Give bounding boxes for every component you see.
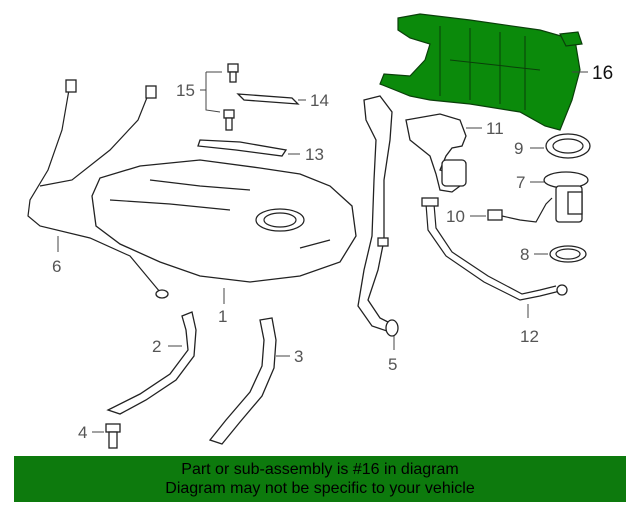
banner-line-1: Part or sub-assembly is #16 in diagram [181,461,459,478]
o-ring-part-8[interactable] [549,245,587,263]
fuel-tank-part-1[interactable] [91,159,357,283]
callout-8: 8 [520,245,529,264]
sensor-wire-part-10[interactable] [487,197,553,223]
strip-part-13[interactable] [197,139,288,157]
callout-4: 4 [78,423,87,442]
fuel-line-part-12[interactable] [421,197,568,301]
bolt-part-15a[interactable] [227,63,239,83]
leader-15 [200,71,222,113]
fuel-sender-part-7[interactable] [543,171,589,223]
callout-13: 13 [305,145,324,164]
callout-11: 11 [486,119,504,138]
gasket-strip-part-14[interactable] [236,93,300,105]
callout-2: 2 [152,337,161,356]
callout-7: 7 [516,173,525,192]
bolt-part-4[interactable] [105,423,121,449]
tank-strap-part-3[interactable] [208,317,277,445]
callout-5: 5 [388,355,397,374]
callout-3: 3 [294,347,303,366]
tank-strap-part-2[interactable] [106,311,197,415]
banner-line-2: Diagram may not be specific to your vehi… [165,480,475,497]
callout-10: 10 [446,207,465,226]
filler-neck-part-5[interactable] [357,95,399,337]
pump-module-part-11[interactable] [405,113,467,193]
bolt-part-15b[interactable] [223,109,235,131]
vent-hose-part-6[interactable] [27,79,169,299]
callout-9: 9 [514,139,523,158]
callout-15: 15 [176,81,195,100]
callout-6: 6 [52,257,61,276]
callout-1: 1 [218,307,227,326]
callout-12: 12 [520,327,539,346]
info-banner: Part or sub-assembly is #16 in diagram D… [14,456,626,502]
callout-16: 16 [592,63,613,84]
callout-14: 14 [310,91,329,110]
heat-shield-part-16[interactable] [379,13,583,131]
lock-ring-part-9[interactable] [545,133,591,159]
parts-diagram: 16 1 6 15 14 13 [27,13,613,449]
